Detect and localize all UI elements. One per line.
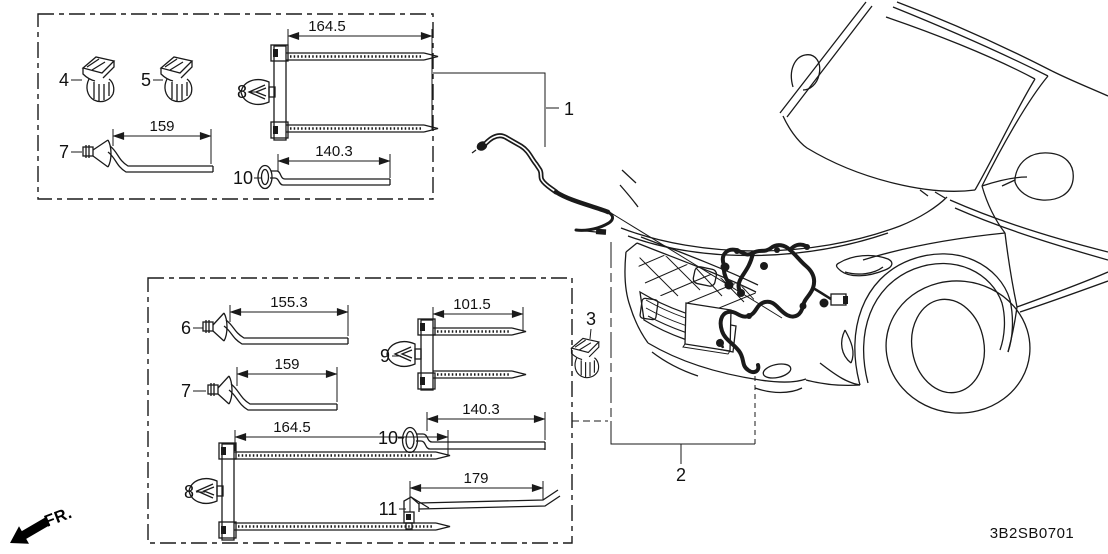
part-item-7-top[interactable]: 159 7: [59, 118, 214, 173]
band-glyph: [240, 44, 439, 141]
wheel-and-arch: [819, 253, 1031, 414]
headlight: [835, 254, 893, 277]
dimension-value: 101.5: [453, 296, 491, 313]
side-mirror: [1014, 152, 1074, 201]
part-item-10-top[interactable]: 140.3 10: [233, 143, 391, 190]
dimension-value: 164.5: [308, 18, 346, 35]
callout-label[interactable]: 1: [564, 99, 574, 119]
tire: [885, 280, 1031, 414]
fr-label: FR.: [42, 504, 75, 531]
callout-label[interactable]: 2: [676, 465, 686, 485]
part-item-8-top[interactable]: 164.5 8: [237, 18, 439, 141]
door-and-mirror: [949, 152, 1108, 313]
callout-1[interactable]: 1: [433, 72, 783, 319]
dimension-value: 159: [149, 118, 174, 135]
band-glyph: [386, 318, 527, 391]
fr-direction-marker: FR.: [10, 504, 75, 544]
part-item-9[interactable]: 101.5 9: [380, 296, 527, 391]
part-item-11[interactable]: 179 11: [379, 470, 561, 530]
license-plate: [684, 302, 732, 352]
callout-2[interactable]: 2: [572, 242, 756, 485]
callout-bracket: [433, 72, 546, 147]
top-box-border: [37, 13, 434, 200]
part-ref-label[interactable]: 4: [59, 70, 69, 90]
dimension-value: 179: [463, 470, 488, 487]
part-ref-label[interactable]: 9: [380, 346, 390, 366]
stay-wire-glyph: [403, 489, 561, 530]
part-item-3[interactable]: 3: [570, 309, 600, 379]
wheel-hub: [910, 298, 986, 394]
part-ref-label[interactable]: 7: [59, 142, 69, 162]
part-item-6[interactable]: 155.3 6: [181, 294, 349, 345]
part-item-5[interactable]: 5: [141, 56, 194, 103]
emblem: [692, 266, 718, 287]
harness-1-wire: [471, 133, 614, 235]
wire-glyph: [202, 312, 349, 345]
part-item-10-bottom[interactable]: 140.3 10: [378, 401, 546, 454]
vehicle-illustration: [619, 1, 1108, 414]
fog-bracket: [639, 297, 659, 321]
part-item-4[interactable]: 4: [59, 56, 116, 103]
hood-and-fender: [619, 169, 1006, 277]
part-ref-label[interactable]: 5: [141, 70, 151, 90]
clip-glyph: [570, 337, 600, 379]
ref-leader-line: [589, 328, 592, 340]
wire-glyph: [82, 139, 214, 173]
part-ref-label[interactable]: 10: [378, 428, 398, 448]
bottom-parts-box: 155.3 6 159 7: [147, 277, 573, 544]
part-ref-label[interactable]: 3: [586, 309, 596, 329]
part-ref-label[interactable]: 7: [181, 381, 191, 401]
windshield-roof: [779, 1, 1108, 199]
fr-arrow-icon: [10, 517, 51, 544]
part-ref-label[interactable]: 10: [233, 168, 253, 188]
dimension-value: 155.3: [270, 294, 308, 311]
ring-wire-glyph: [401, 426, 546, 454]
ring-wire-glyph: [257, 164, 391, 190]
band-glyph: [188, 442, 451, 541]
dimension-value: 140.3: [462, 401, 500, 418]
part-item-7-bottom[interactable]: 159 7: [181, 356, 338, 411]
part-ref-label[interactable]: 11: [379, 499, 398, 519]
callout-bracket: [610, 421, 755, 445]
clip-glyph: [159, 56, 194, 103]
wire-glyph: [207, 375, 338, 411]
dimension-value: 159: [274, 356, 299, 373]
part-ref-label[interactable]: 8: [237, 82, 247, 102]
clip-glyph: [81, 56, 116, 103]
bottom-box-border: [147, 277, 573, 544]
dimension-value: 140.3: [315, 143, 353, 160]
top-parts-box: 4 5 164.5 8: [37, 13, 439, 200]
location-leader-line: [610, 212, 783, 319]
diagram-code: 3B2SB0701: [990, 525, 1075, 542]
part-item-8-bottom[interactable]: 164.5 8: [184, 419, 451, 541]
part-ref-label[interactable]: 6: [181, 318, 191, 338]
harness-2-on-vehicle: [716, 242, 848, 375]
dimension-value: 164.5: [273, 419, 311, 436]
